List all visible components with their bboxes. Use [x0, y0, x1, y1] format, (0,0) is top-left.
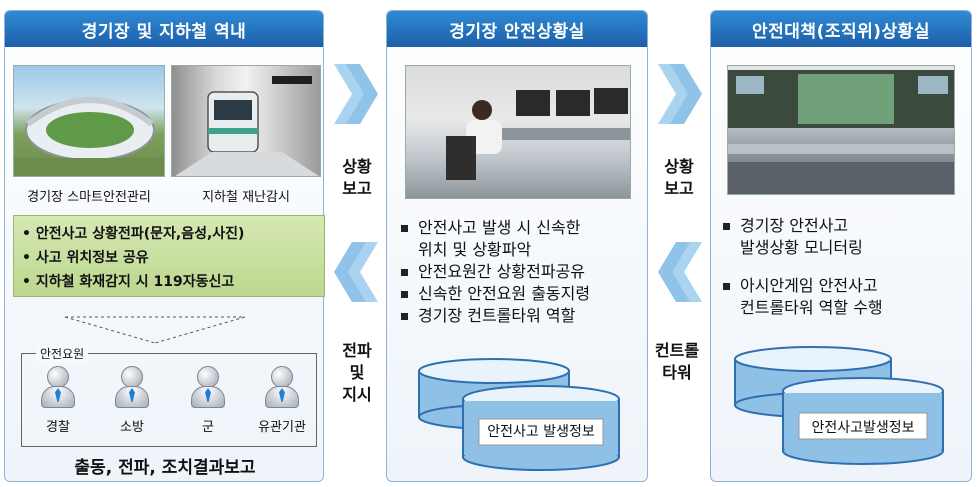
database-icon — [734, 346, 944, 465]
person-icon — [38, 364, 78, 410]
stadium-photo — [13, 65, 165, 177]
label-line: 타워 — [662, 363, 692, 382]
person-icon — [112, 364, 152, 410]
label-line: 및 — [349, 363, 365, 382]
db-label: 안전사고 발생정보 — [487, 424, 595, 440]
stadium-photo-caption: 경기장 스마트안전관리 — [27, 190, 151, 205]
chevron-left-icon — [334, 242, 378, 302]
bullet-item: 안전사고 발생 시 신속한 — [401, 217, 590, 239]
label-line: 보고 — [342, 179, 372, 198]
staff-fire: 소방 — [102, 364, 162, 435]
bullet-item: 신속한 안전요원 출동지령 — [401, 283, 590, 305]
stadium-control-room-panel: 경기장 안전상황실 안전사고 발생 시 신속한 위치 및 상황파악 안전요원간 … — [386, 10, 648, 482]
panel-title: 안전대책(조직위)상황실 — [711, 11, 971, 47]
subway-photo — [171, 65, 321, 177]
bullet-item: 아시안게임 안전사고 — [723, 275, 883, 297]
label-line: 전파 — [342, 341, 372, 360]
staff-group-title: 안전요원 — [36, 345, 89, 362]
info-line: • 사고 위치정보 공유 — [22, 250, 149, 266]
info-line: • 안전사고 상황전파(문자,음성,사진) — [22, 226, 245, 242]
label-line: 컨트롤 — [654, 341, 700, 360]
panel-title: 경기장 및 지하철 역내 — [5, 11, 323, 47]
alert-info-box: • 안전사고 상황전파(문자,음성,사진) • 사고 위치정보 공유 • 지하철… — [13, 215, 325, 297]
staff-label: 군 — [202, 420, 214, 435]
situation-room-duties: 경기장 안전사고 발생상황 모니터링 아시안게임 안전사고 컨트롤타워 역할 수… — [723, 215, 883, 319]
bullet-item-cont: 컨트롤타워 역할 수행 — [740, 298, 883, 317]
bullet-item: 경기장 컨트롤타워 역할 — [401, 305, 590, 327]
staff-label: 유관기관 — [258, 420, 306, 435]
status-report-label: 상황 보고 — [330, 156, 384, 200]
chevron-left-icon — [658, 242, 702, 302]
situation-room-photo — [727, 65, 955, 195]
chevron-right-icon — [658, 64, 702, 124]
bullet-item: 경기장 안전사고 — [723, 215, 883, 237]
database-icon — [418, 358, 620, 471]
stadium-subway-panel: 경기장 및 지하철 역내 경기장 스마트안전관리 지하철 재난감시 • 안전사고… — [4, 10, 325, 482]
control-room-duties: 안전사고 발생 시 신속한 위치 및 상황파악 안전요원간 상황전파공유 신속한… — [401, 217, 590, 327]
panel-title: 경기장 안전상황실 — [387, 11, 647, 47]
bullet-item-cont: 발생상황 모니터링 — [740, 238, 863, 257]
bullet-item-cont: 위치 및 상황파악 — [418, 240, 532, 259]
status-report-label: 상황 보고 — [652, 156, 706, 200]
person-icon — [188, 364, 228, 410]
staff-police: 경찰 — [28, 364, 88, 435]
safety-staff-group: 안전요원 경찰 소방 군 유관기관 — [21, 345, 317, 447]
label-line: 지시 — [342, 385, 372, 404]
db-label: 안전사고발생정보 — [811, 420, 915, 436]
person-icon — [262, 364, 302, 410]
dispatch-instruction-label: 전파 및 지시 — [330, 340, 384, 406]
label-line: 상황 — [342, 157, 372, 176]
control-room-photo — [405, 65, 631, 199]
chevron-right-icon — [334, 64, 378, 124]
subway-photo-caption: 지하철 재난감시 — [202, 190, 290, 205]
staff-military: 군 — [178, 364, 238, 435]
bullet-item: 안전요원간 상황전파공유 — [401, 261, 590, 283]
label-line: 보고 — [664, 179, 694, 198]
staff-agencies: 유관기관 — [252, 364, 312, 435]
label-line: 상황 — [664, 157, 694, 176]
info-line: • 지하철 화재감지 시 119자동신고 — [22, 274, 235, 290]
organizing-committee-room-panel: 안전대책(조직위)상황실 경기장 안전사고 발생상황 모니터링 아시안게임 안전… — [710, 10, 972, 482]
staff-label: 소방 — [120, 420, 144, 435]
staff-label: 경찰 — [46, 420, 70, 435]
dispatch-report-label: 출동, 전파, 조치결과보고 — [74, 458, 256, 478]
network-lines — [64, 316, 246, 344]
control-tower-label: 컨트롤 타워 — [646, 340, 708, 384]
